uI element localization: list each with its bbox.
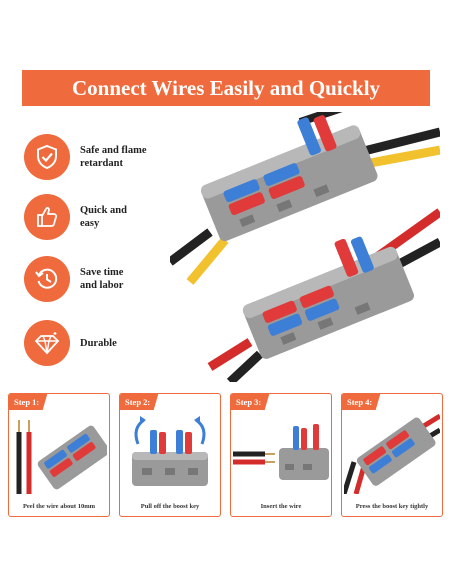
step-3-card: Step 3: Insert the wire <box>230 393 332 517</box>
feature-line: Durable <box>80 337 117 349</box>
step-tag: Step 1: <box>9 394 48 410</box>
thumbs-up-icon <box>24 194 70 240</box>
feature-line: Safe and flame <box>80 145 147 156</box>
step-2-card: Step 2: Pull off the boost key <box>119 393 221 517</box>
connector-product-image <box>170 112 440 382</box>
feature-line: Save time <box>80 267 124 278</box>
step-4-image <box>344 413 440 494</box>
feature-save-time: Save time and labor <box>24 256 170 302</box>
banner-title: Connect Wires Easily and Quickly <box>71 75 381 100</box>
step-caption: Pull off the boost key <box>140 503 200 510</box>
steps-row: Step 1: Peel the wire about 10mm Step 2: <box>8 393 444 519</box>
step-tag: Step 4: <box>342 394 381 410</box>
step-2-image <box>132 416 208 486</box>
step-caption: Insert the wire <box>260 503 302 510</box>
step-tag: Step 3: <box>231 394 270 410</box>
title-banner: Connect Wires Easily and Quickly <box>22 70 430 106</box>
feature-line: easy <box>80 218 100 229</box>
feature-label: Durable <box>80 337 170 350</box>
clock-arrow-icon <box>24 256 70 302</box>
feature-label: Safe and flame retardant <box>80 144 170 170</box>
feature-durable: Durable <box>24 320 170 366</box>
feature-label: Save time and labor <box>80 266 170 292</box>
feature-line: retardant <box>80 158 123 169</box>
step-caption: Peel the wire about 10mm <box>22 503 96 510</box>
step-1-image <box>16 420 107 494</box>
step-1-card: Step 1: Peel the wire about 10mm <box>8 393 110 517</box>
step-caption: Press the boost key tightly <box>355 503 429 510</box>
feature-line: and labor <box>80 280 124 291</box>
shield-check-icon <box>24 134 70 180</box>
step-4-card: Step 4: Press the boost key tightly <box>341 393 443 517</box>
feature-label: Quick and easy <box>80 204 170 230</box>
feature-safe: Safe and flame retardant <box>24 134 170 180</box>
step-3-image <box>233 424 329 480</box>
feature-line: Quick and <box>80 205 127 216</box>
diamond-icon <box>24 320 70 366</box>
feature-quick: Quick and easy <box>24 194 170 240</box>
step-tag: Step 2: <box>120 394 159 410</box>
